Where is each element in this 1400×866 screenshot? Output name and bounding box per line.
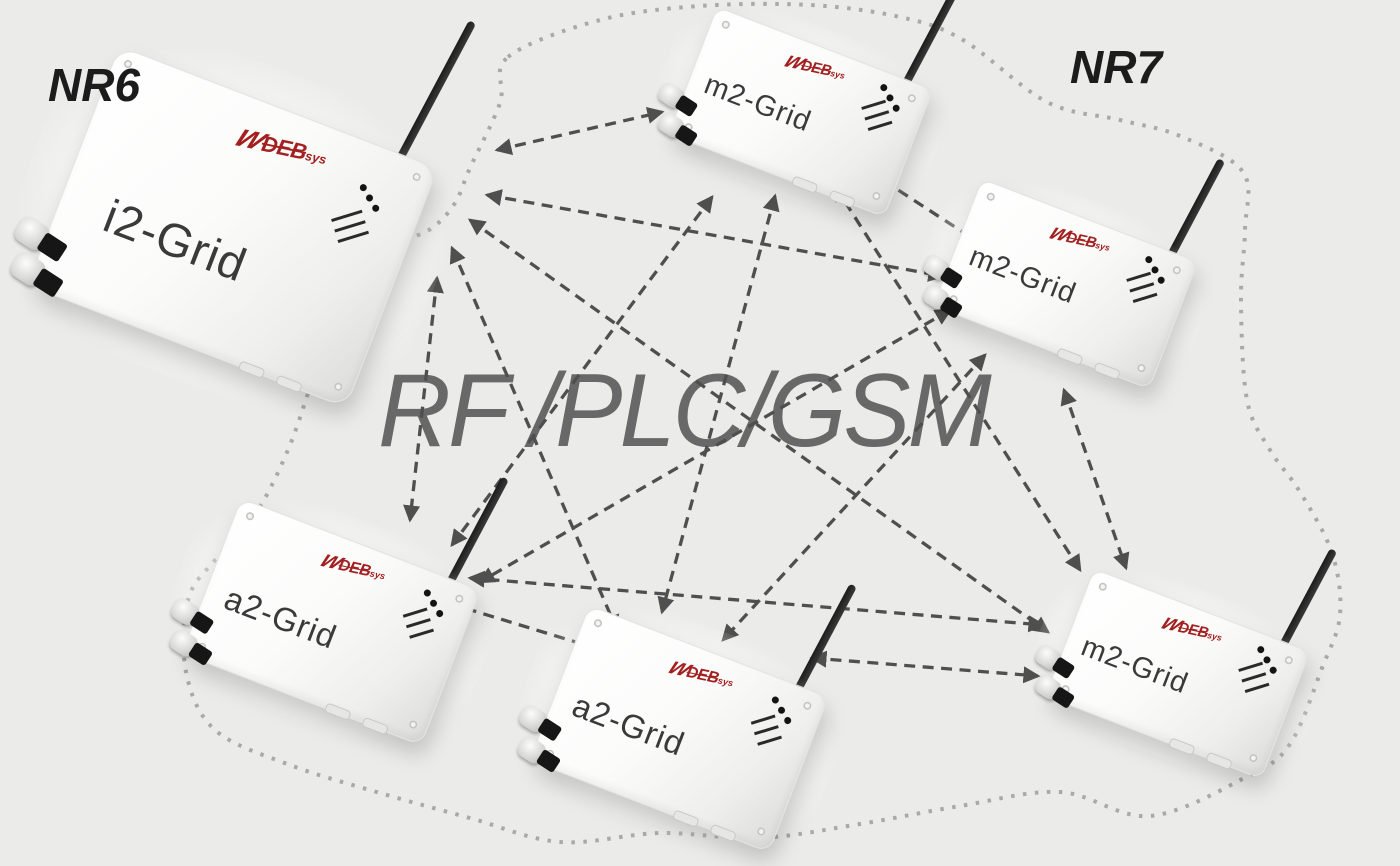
- brand-logo-sub: sys: [829, 68, 846, 81]
- brand-logo: wDEBsys: [662, 654, 736, 691]
- screw-icon: [756, 826, 767, 837]
- screw-icon: [1136, 362, 1147, 374]
- side-ports-icon: [1167, 737, 1233, 771]
- screw-icon: [333, 381, 344, 392]
- brand-logo-sub: sys: [716, 675, 735, 689]
- cable-gland-icon: [166, 626, 215, 669]
- vent-lines-icon: [331, 209, 370, 243]
- screw-icon: [592, 618, 604, 629]
- cable-gland-icon: [1032, 642, 1077, 681]
- device-model-label: m2-Grid: [964, 240, 1081, 311]
- screw-icon: [244, 511, 256, 522]
- screw-icon: [720, 19, 731, 30]
- link-i2-grid-nr6--m2-grid-top: [494, 106, 665, 156]
- side-ports-icon: [1055, 347, 1121, 381]
- vent-lines-icon: [861, 99, 893, 132]
- screw-icon: [1283, 655, 1294, 666]
- device-model-label: a2-Grid: [219, 578, 343, 656]
- link-m2-grid-right--m2-grid-bottom: [1060, 387, 1130, 571]
- side-ports-icon: [238, 360, 304, 394]
- screw-icon: [408, 719, 419, 730]
- cable-glands-icon: [0, 209, 73, 298]
- label-nr6: NR6: [48, 59, 141, 111]
- device-model-label: i2-Grid: [97, 188, 255, 292]
- cable-gland-icon: [655, 80, 700, 119]
- vent-lines-icon: [750, 714, 783, 746]
- vent-lines-icon: [1238, 661, 1270, 694]
- cable-gland-icon: [514, 733, 563, 776]
- link-i2-grid-nr6--a2-grid-left: [403, 275, 444, 523]
- cable-gland-icon: [920, 252, 965, 291]
- screw-icon: [871, 190, 882, 202]
- brand-logo-sub: sys: [303, 148, 328, 168]
- brand-logo: wDEBsys: [228, 118, 331, 169]
- side-ports-icon: [324, 702, 390, 736]
- cable-glands-icon: [1019, 638, 1080, 709]
- screw-icon: [802, 700, 813, 711]
- side-ports-icon: [790, 175, 856, 209]
- link-m2-grid-right--a2-grid-left: [477, 308, 953, 584]
- screw-icon: [1171, 265, 1182, 276]
- cable-glands-icon: [907, 248, 968, 319]
- cable-gland-icon: [920, 282, 964, 321]
- brand-logo-sub: sys: [1094, 240, 1111, 253]
- label-nr7: NR7: [1070, 41, 1163, 93]
- side-ports-icon: [672, 809, 738, 843]
- cable-gland-icon: [1032, 672, 1076, 711]
- brand-logo: wDEBsys: [314, 547, 388, 584]
- cable-glands-icon: [642, 76, 703, 147]
- brand-logo: wDEBsys: [1156, 610, 1225, 646]
- brand-logo: wDEBsys: [1044, 220, 1113, 256]
- cable-glands-icon: [153, 591, 218, 667]
- screw-icon: [1097, 581, 1108, 592]
- cable-gland-icon: [655, 110, 699, 149]
- brand-logo-sub: sys: [1206, 630, 1223, 643]
- brand-logo-sub: sys: [368, 568, 387, 582]
- vent-lines-icon: [1126, 271, 1158, 304]
- device-model-label: m2-Grid: [1076, 630, 1193, 701]
- device-model-label: a2-Grid: [567, 685, 691, 763]
- device-model-label: m2-Grid: [699, 68, 816, 139]
- screw-icon: [454, 593, 465, 604]
- screw-icon: [906, 93, 917, 104]
- link-a2-grid-middle--m2-grid-bottom: [809, 650, 1041, 684]
- vent-lines-icon: [402, 607, 435, 639]
- cable-glands-icon: [501, 698, 566, 774]
- brand-logo: wDEBsys: [779, 48, 848, 84]
- screw-icon: [411, 171, 422, 183]
- screw-icon: [1248, 752, 1259, 764]
- screw-icon: [985, 191, 996, 202]
